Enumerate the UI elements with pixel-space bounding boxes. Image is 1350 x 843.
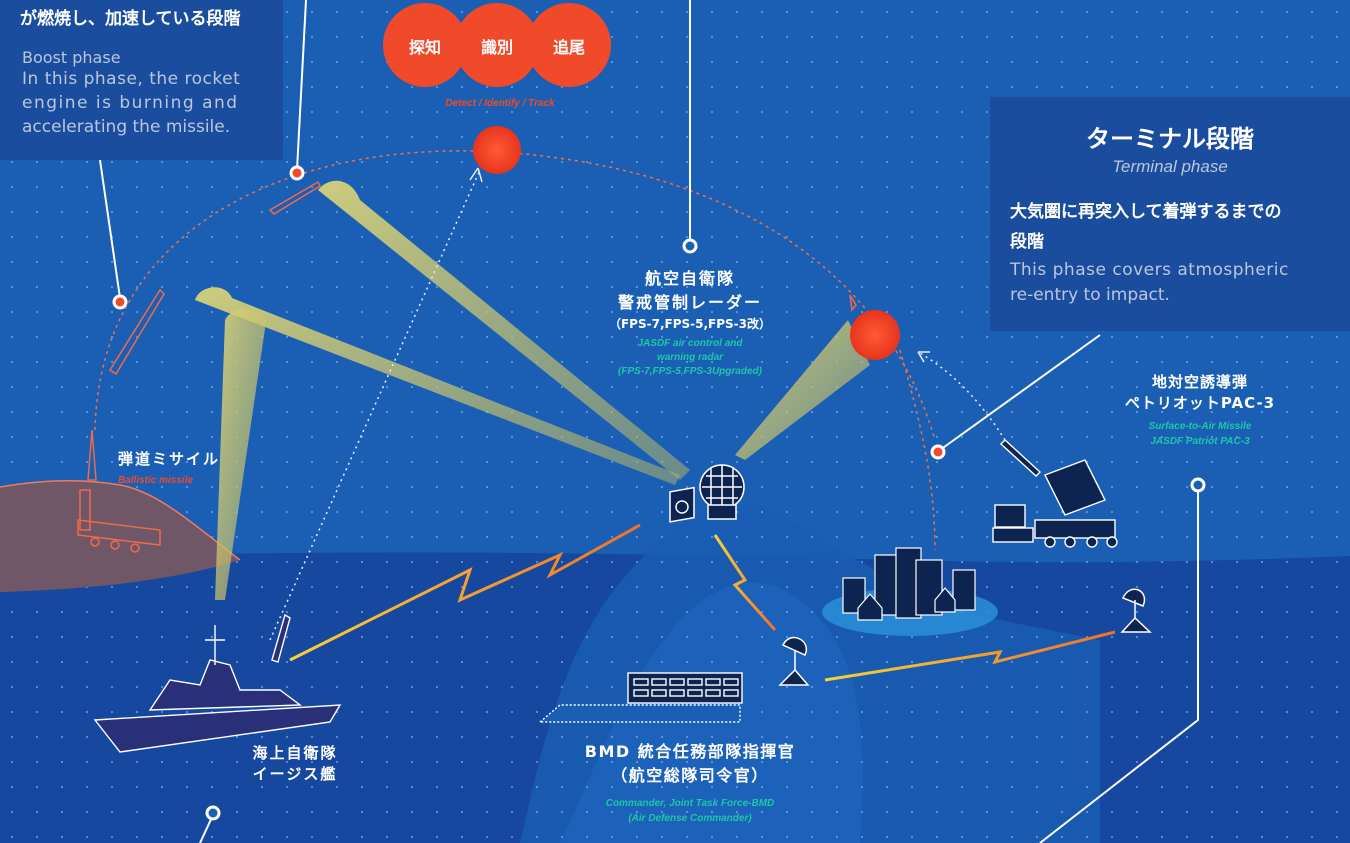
radar-en2: warning radar	[656, 352, 724, 363]
boost-phase-box: が燃焼し、加速している段階 Boost phase In this phase,…	[0, 0, 283, 160]
leader-line-top	[296, 0, 307, 171]
radar-en1: JASDF air control and	[637, 338, 743, 349]
pac3-jp1: 地対空誘導弾	[1151, 373, 1248, 391]
leader-line-terminal	[939, 334, 1101, 451]
aegis-ship-icon	[93, 613, 342, 753]
intercept-fireball	[850, 310, 900, 360]
pac3-en1: Surface-to-Air Missile	[1148, 421, 1252, 432]
command-building-icon	[538, 672, 743, 723]
bmd-jp1: BMD 統合任務部隊指揮官	[584, 742, 796, 761]
pac3-label-group: 地対空誘導弾 ペトリオットPAC-3 Surface-to-Air Missil…	[1090, 371, 1310, 447]
bmd-en2: (Air Defense Commander)	[628, 813, 752, 824]
launch-hill	[0, 480, 240, 592]
radar-en3: (FPS-7,FPS-5,FPS-3Upgraded)	[618, 366, 762, 377]
detect-en-label: Detect / Identify / Track	[445, 98, 555, 109]
boost-jp-text: が燃焼し、加速している段階	[20, 9, 241, 29]
bmd-jp2: （航空総隊司令官）	[611, 766, 769, 785]
beam-4	[735, 320, 870, 460]
radar-label-group: 航空自衛隊 警戒管制レーダー （FPS-7,FPS-5,FPS-3改） JASD…	[570, 265, 810, 377]
radar-station-icon	[669, 464, 745, 523]
detect-circle	[383, 3, 467, 87]
link-radar-antenna	[713, 534, 777, 631]
launch-hill-outline	[0, 479, 241, 561]
beam-1	[318, 180, 690, 480]
aegis-jp1: 海上自衛隊	[252, 744, 338, 762]
interceptor-path-sm3	[269, 169, 481, 641]
radar-jp1: 航空自衛隊	[644, 269, 735, 288]
missile-jp-label: 弾道ミサイル	[118, 450, 221, 468]
detect-label: 探知	[408, 38, 441, 57]
leader-line-boost	[99, 159, 121, 299]
boost-en-line1: In this phase, the rocket	[22, 69, 241, 89]
missile-en-label: Ballistic missile	[118, 475, 194, 486]
terminal-jp-line1: 大気圏に再突入して着弾するまでの	[1010, 202, 1282, 222]
link-antenna-pac3	[824, 630, 1116, 682]
terminal-en-line2: re-entry to impact.	[1010, 285, 1170, 305]
pac3-en2: JASDF Patriot PAC-3	[1150, 436, 1250, 447]
track-circle	[527, 3, 611, 87]
city-buildings-icon	[842, 547, 976, 621]
pac3-jp2: ペトリオットPAC-3	[1124, 394, 1276, 412]
antenna-dish-icon	[778, 588, 1152, 686]
missile-boost-icon	[108, 180, 857, 376]
terminal-title: ターミナル段階	[1086, 125, 1254, 153]
track-label: 追尾	[552, 38, 585, 57]
bmd-label-group: BMD 統合任務部隊指揮官 （航空総隊司令官） Commander, Joint…	[530, 738, 850, 824]
boost-en-title: Boost phase	[22, 48, 121, 67]
terminal-jp-line2: 段階	[1010, 232, 1044, 252]
detect-fireball	[473, 126, 521, 174]
boost-en-line3: accelerating the missile.	[22, 117, 231, 137]
boost-en-line2: engine is burning and	[22, 93, 239, 113]
radar-jp3: （FPS-7,FPS-5,FPS-3改）	[608, 317, 771, 331]
pac3-launcher-icon	[992, 439, 1118, 548]
marker-dots	[112, 165, 1206, 821]
beam-2	[195, 287, 680, 485]
interceptor-path-pac3	[917, 351, 1006, 441]
radar-beams	[195, 180, 870, 600]
terminal-en-line1: This phase covers atmospheric	[1010, 260, 1289, 280]
leader-line-pac3	[1039, 485, 1199, 843]
radar-jp2: 警戒管制レーダー	[617, 293, 762, 312]
missile-launcher-icon	[77, 429, 161, 553]
beam-3	[215, 308, 266, 600]
bmd-en1: Commander, Joint Task Force-BMD	[605, 798, 775, 809]
identify-circle	[455, 3, 539, 87]
terminal-phase-box: ターミナル段階 Terminal phase 大気圏に再突入して着弾するまでの …	[990, 97, 1350, 331]
terminal-subtitle: Terminal phase	[1112, 157, 1228, 176]
link-ship-radar	[289, 523, 641, 662]
aegis-jp2: イージス艦	[252, 765, 338, 783]
aegis-label-group: 海上自衛隊 イージス艦	[230, 742, 360, 784]
identify-label: 識別	[480, 38, 513, 57]
